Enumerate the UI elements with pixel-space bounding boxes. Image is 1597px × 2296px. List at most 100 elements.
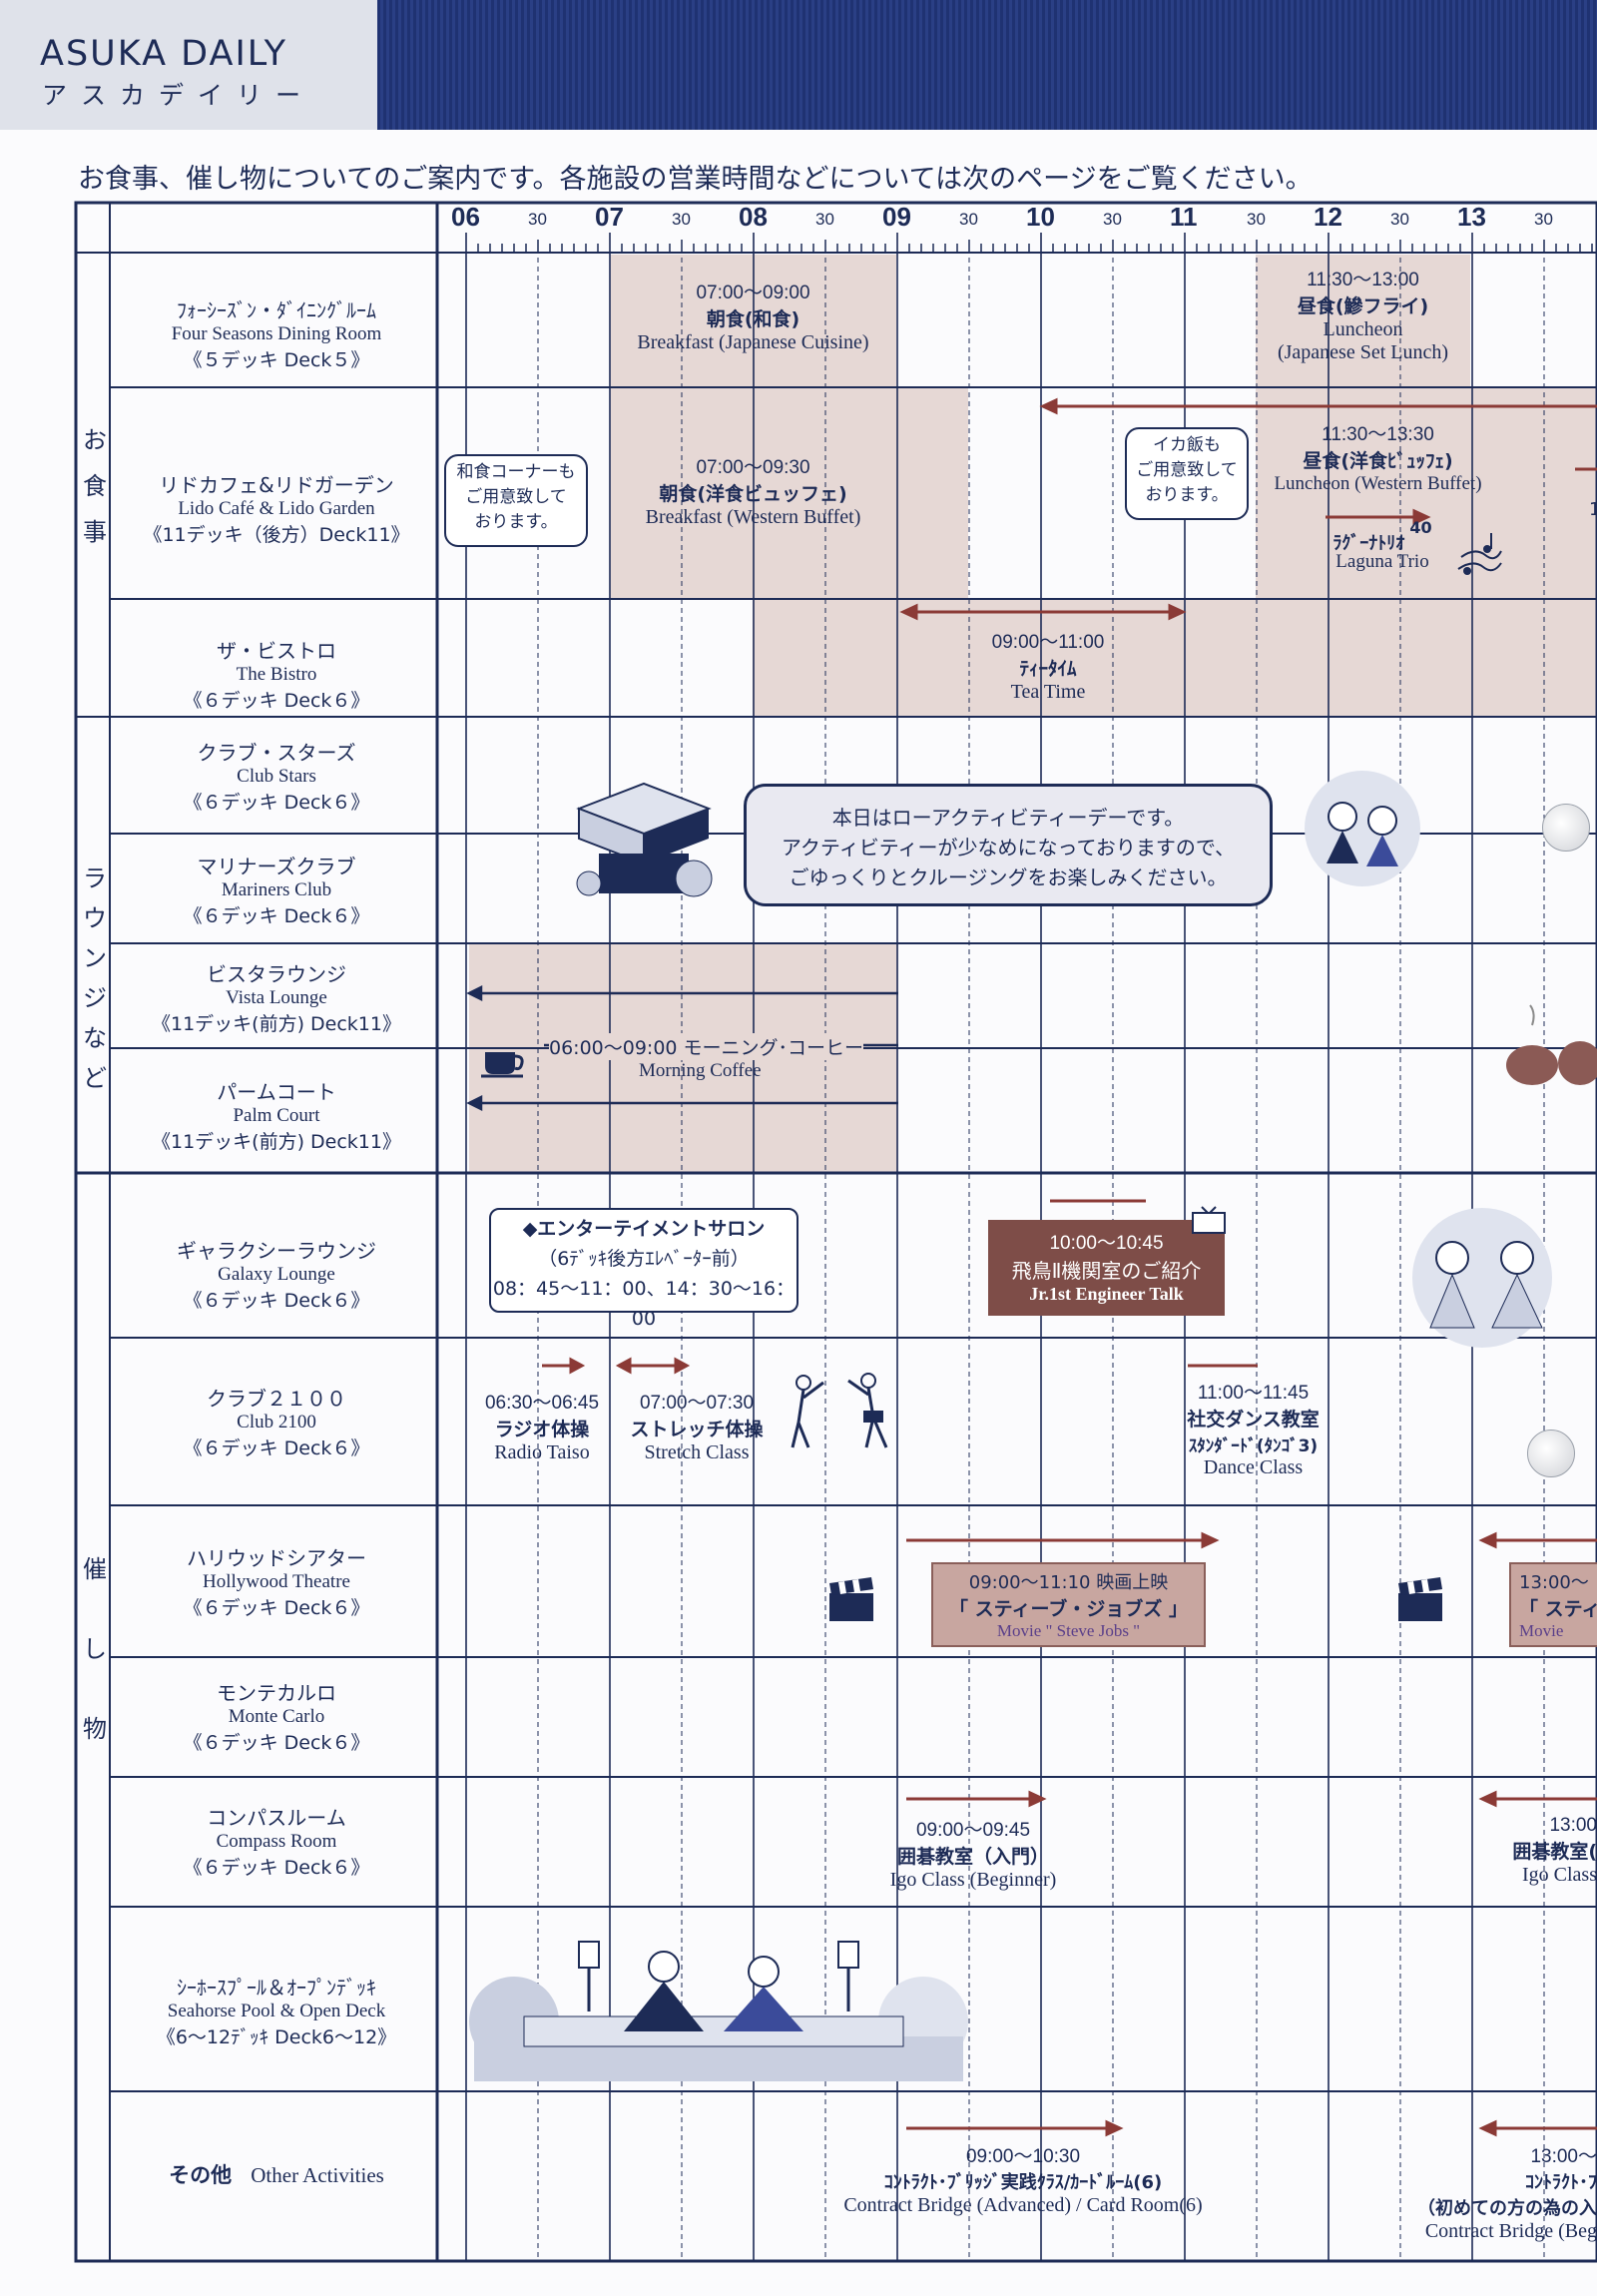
event-time: 11:00～11:45 xyxy=(1197,1383,1310,1404)
event-engineer-talk: 10:00～10:45 飛鳥Ⅱ機関室のご紹介 Jr.1st Engineer T… xyxy=(988,1220,1225,1316)
timeline-hour-label: 08 xyxy=(739,202,768,232)
category-lounges-char: ラ xyxy=(83,864,107,892)
venue-name-en: Club Stars xyxy=(237,766,316,787)
venue-name-ja: ｼｰﾎｰｽﾌﾟｰﾙ＆ｵｰﾌﾟﾝﾃﾞｯｷ xyxy=(177,1976,376,2000)
salon-title: ◆エンターテイメントサロン xyxy=(522,1218,766,1240)
hina-princess-illustration xyxy=(1412,1208,1552,1348)
event-fs-lunch: 11:30～13:00 昼食(鰺フライ) Luncheon (Japanese … xyxy=(1256,265,1470,364)
event-subtitle-ja: （初めての方の為の入 xyxy=(1417,2198,1597,2219)
venue-name-en: Four Seasons Dining Room xyxy=(171,323,382,344)
punch-hole xyxy=(1542,804,1590,852)
event-title-ja: 囲碁教室( xyxy=(1512,1841,1597,1863)
event-bistro-tea: 09:00～11:00 ﾃｨｰﾀｲﾑ Tea Time xyxy=(958,627,1138,704)
venue-deck: 《６デッキ Deck６》 xyxy=(183,1290,370,1312)
bubble-line: イカ飯も xyxy=(1153,435,1221,455)
event-time: 13:00～ xyxy=(1530,2146,1597,2167)
venue-name-ja: パームコート xyxy=(217,1080,336,1104)
timeline-half-label: 30 xyxy=(959,210,978,229)
event-title-en: (Japanese Set Lunch) xyxy=(1277,341,1449,363)
venue-monte-carlo: モンテカルロ Monte Carlo 《６デッキ Deck６》 xyxy=(118,1677,435,1755)
stretching-figures-icon xyxy=(791,1373,888,1448)
event-time: 09:00～10:30 xyxy=(965,2146,1081,2167)
venue-deck: 《６デッキ Deck６》 xyxy=(183,1857,370,1879)
category-events-char: し xyxy=(83,1635,107,1663)
lido-speech-bubble-1: 和食コーナーも ご用意致して おります。 xyxy=(444,454,588,547)
venue-name-en: Other Activities xyxy=(251,2163,384,2187)
event-title-en: Jr.1st Engineer Talk xyxy=(1029,1284,1184,1304)
event-stretch: 07:00～07:30 ストレッチ体操 Stretch Class xyxy=(617,1388,777,1464)
event-movie-2: 13:00～ 「 スティ Movie xyxy=(1509,1562,1597,1647)
event-radio-taiso: 06:30～06:45 ラジオ体操 Radio Taiso xyxy=(457,1388,627,1464)
venue-name-en: Lido Café & Lido Garden xyxy=(178,498,375,519)
venue-name-en: Seahorse Pool & Open Deck xyxy=(167,2001,386,2021)
notice-line: アクティビティーが少なめになっておりますので、 xyxy=(781,836,1236,860)
venue-vista: ビスタラウンジ Vista Lounge 《11デッキ(前方) Deck11》 xyxy=(118,958,435,1036)
event-title-en: Radio Taiso xyxy=(494,1441,590,1463)
event-subtitle-ja: ｽﾀﾝﾀﾞｰﾄﾞ(ﾀﾝｺﾞ3) xyxy=(1188,1436,1319,1456)
category-lounges-char: ジ xyxy=(83,984,107,1012)
event-title-en: Breakfast (Western Buffet) xyxy=(645,506,861,528)
brand-logo: ASUKA DAILY アスカデイリー xyxy=(0,0,377,130)
hina-arare-illustration xyxy=(576,782,713,897)
event-igo-class-2: 13:00 囲碁教室( Igo Class xyxy=(1487,1815,1597,1887)
event-time: 09:00～09:45 xyxy=(915,1820,1031,1841)
category-events: 催 し 物 xyxy=(80,1529,110,1769)
clapperboard-icon xyxy=(1398,1577,1442,1621)
venue-name-ja: ザ・ビストロ xyxy=(217,639,336,663)
category-events-char: 物 xyxy=(83,1715,107,1743)
venue-name-en: Palm Court xyxy=(233,1105,320,1126)
hina-festival-illustration xyxy=(469,1941,968,2081)
venue-bistro: ザ・ビストロ The Bistro 《６デッキ Deck６》 xyxy=(118,635,435,713)
event-time: 07:00～09:00 xyxy=(696,283,810,303)
bubble-line: おります。 xyxy=(474,512,558,532)
header: ASUKA DAILY アスカデイリー xyxy=(0,0,1597,130)
venue-club-stars: クラブ・スターズ Club Stars 《６デッキ Deck６》 xyxy=(118,737,435,815)
event-lido-lunch: 11:30～13:30 昼食(洋食ﾋﾞｭｯﾌｪ) Luncheon (Weste… xyxy=(1256,419,1500,495)
teapot-illustration xyxy=(1506,1004,1597,1085)
event-time: 10:00～10:45 xyxy=(1049,1233,1164,1254)
venue-name-ja: リドカフェ&リドガーデン xyxy=(159,473,394,497)
music-notes-icon xyxy=(1457,533,1502,575)
venue-deck: 《６デッキ Deck６》 xyxy=(183,792,370,814)
venue-deck: 《６デッキ Deck６》 xyxy=(183,1597,370,1619)
event-morning-coffee: 06:00～09:00 モーニング･コーヒー xyxy=(549,1033,864,1060)
venue-name-ja: ビスタラウンジ xyxy=(207,962,346,986)
event-time: 07:00～07:30 xyxy=(639,1393,755,1414)
brand-kana: アスカデイリー xyxy=(42,81,315,110)
venue-deck: 《６デッキ Deck６》 xyxy=(183,1437,370,1459)
event-title-ja: ｺﾝﾄﾗｸﾄ･ﾌ xyxy=(1525,2172,1597,2193)
lido-breakfast-fill xyxy=(610,387,968,599)
timeline-hour-label: 06 xyxy=(451,202,480,232)
venue-name-ja: クラブ・スターズ xyxy=(197,741,356,765)
event-title-ja: 朝食(和食) xyxy=(706,308,800,330)
timeline-hour-label: 07 xyxy=(595,202,624,232)
event-number: 40 xyxy=(1409,518,1432,537)
hina-dolls-icon xyxy=(1305,771,1420,886)
event-title-en: Breakfast (Japanese Cuisine) xyxy=(637,331,869,353)
venue-other: その他 Other Activities xyxy=(118,2159,435,2189)
venue-name-ja: コンパスルーム xyxy=(207,1806,346,1830)
venue-deck: 《6～12ﾃﾞｯｷ Deck6～12》 xyxy=(156,2026,397,2048)
event-time: 11:30～13:00 xyxy=(1307,270,1419,290)
venue-name-ja: ハリウッドシアター xyxy=(187,1546,366,1570)
event-title-ja: ﾃｨｰﾀｲﾑ xyxy=(1019,658,1077,680)
venue-galaxy: ギャラクシーラウンジ Galaxy Lounge 《６デッキ Deck６》 xyxy=(118,1235,435,1313)
event-title-ja: ﾗｸﾞｰﾅﾄﾘｵ xyxy=(1332,533,1405,554)
category-lounges-char: ど xyxy=(83,1064,107,1092)
bistro-fill xyxy=(753,599,1597,717)
intro-text: お食事、催し物についてのご案内です。各施設の営業時間などについては次のページをご… xyxy=(78,164,1313,195)
bubble-line: ご用意致して xyxy=(465,487,567,507)
salon-time: 08：45～11：00、14：30～16：00 xyxy=(492,1278,796,1330)
event-time: 13:00～ xyxy=(1519,1572,1589,1593)
category-dining-char: 食 xyxy=(83,472,107,500)
lido-speech-bubble-2: イカ飯も ご用意致して おります。 xyxy=(1125,427,1249,520)
event-lido-breakfast: 07:00～09:30 朝食(洋食ビュッフェ) Breakfast (Weste… xyxy=(610,452,896,529)
event-contract-bridge-2: 13:00～ ｺﾝﾄﾗｸﾄ･ﾌ （初めての方の為の入 Contract Brid… xyxy=(1382,2141,1597,2243)
venue-palm: パームコート Palm Court 《11デッキ(前方) Deck11》 xyxy=(118,1076,435,1154)
event-igo-class: 09:00～09:45 囲碁教室（入門） Igo Class (Beginner… xyxy=(858,1815,1088,1892)
venue-name-en: Hollywood Theatre xyxy=(203,1571,350,1592)
event-title-en: Luncheon xyxy=(1323,318,1403,340)
category-lounges-char: ン xyxy=(83,944,107,972)
venue-four-seasons: ﾌｫｰｼｰｽﾞﾝ・ﾀﾞｲﾆﾝｸﾞﾙｰﾑ Four Seasons Dining … xyxy=(118,294,435,372)
event-fs-breakfast: 07:00～09:00 朝食(和食) Breakfast (Japanese C… xyxy=(610,278,896,354)
